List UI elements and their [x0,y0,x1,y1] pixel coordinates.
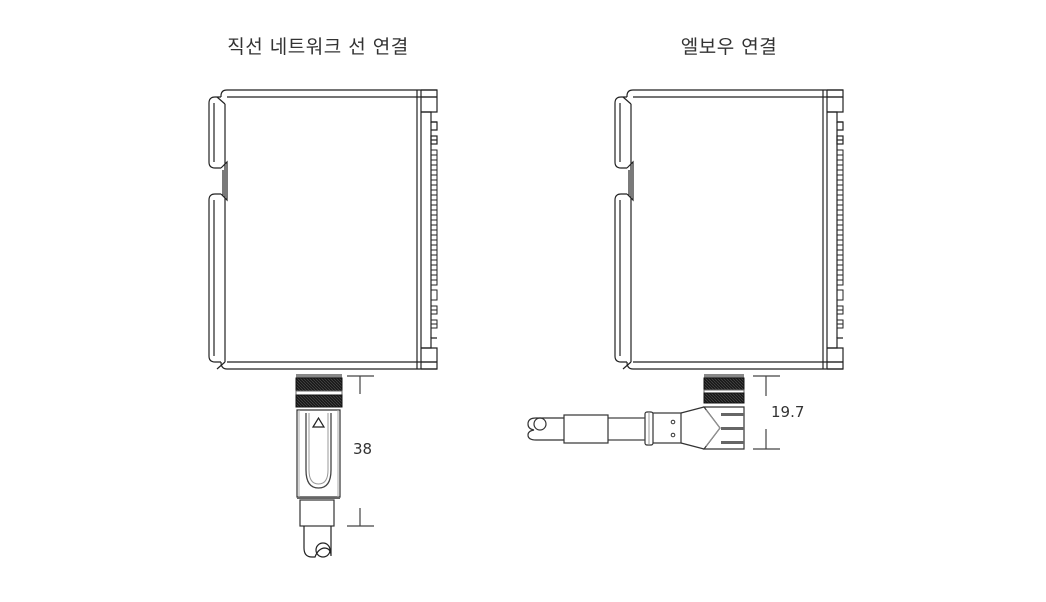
dimension-19-7 [753,375,780,450]
straight-connector [295,374,343,558]
dimension-label-19-7: 19.7 [771,403,805,421]
dimension-38 [347,375,374,527]
elbow-connection-title: 엘보우 연결 [680,36,778,58]
elbow-connector [527,374,745,450]
triangle-marker-icon [311,416,326,428]
left-module-body [208,89,438,370]
straight-connection-title: 직선 네트워크 선 연결 [227,36,409,58]
dimension-label-38: 38 [353,440,373,458]
right-module-body [614,89,844,370]
